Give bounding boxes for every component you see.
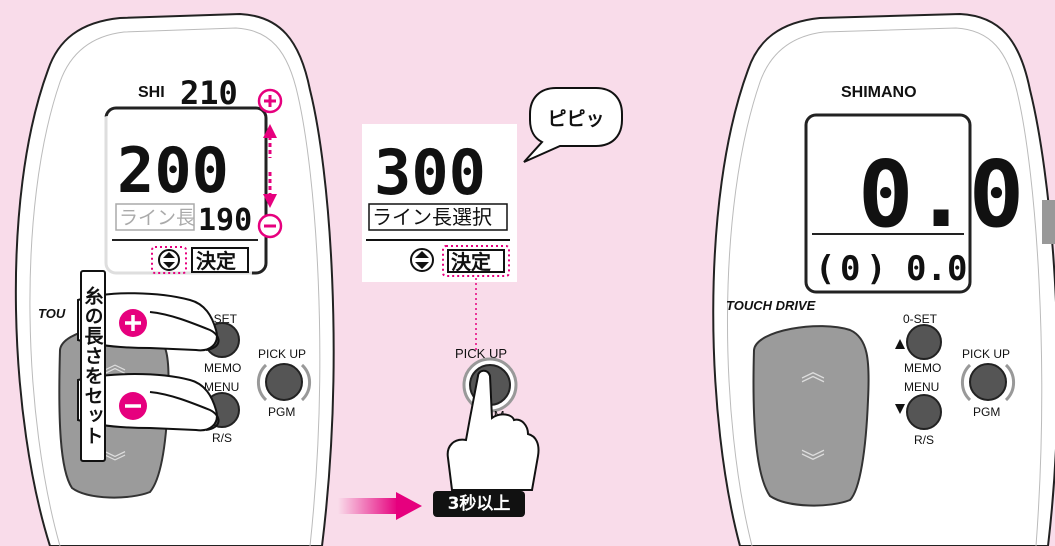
right-pickup-button[interactable] — [969, 363, 1007, 401]
left-line-length-box — [115, 203, 195, 231]
progress-arrow-shaft — [338, 498, 398, 514]
right-sub-right: 0.0 — [906, 249, 967, 289]
left-brand-side: TOU — [38, 306, 66, 321]
left-device: SHI 210 200 ライン長 190 決定 — [14, 12, 335, 546]
hold-duration-badge: 3秒以上 — [433, 491, 525, 517]
left-btn-pgm-label: PGM — [268, 405, 295, 419]
left-device-inner-edge — [29, 27, 321, 546]
right-grip-down-icon: ︾ — [801, 449, 825, 476]
middle-confirm-box — [442, 245, 510, 277]
right-main-number: 0.0 — [858, 141, 1024, 248]
left-pickup-button[interactable] — [265, 363, 303, 401]
middle-zoom: 300 ライン長選択 決定 PICK UP PGM — [338, 87, 623, 520]
progress-arrow-head — [396, 492, 422, 520]
left-confirm-label: 決定 — [196, 249, 236, 273]
grip-down-icon: ︾ — [104, 450, 126, 475]
right-oset-button[interactable] — [906, 324, 942, 360]
middle-display-panel — [362, 124, 517, 282]
right-brand-side: TOUCH DRIVE — [726, 298, 816, 313]
speech-bubble-shape — [523, 87, 623, 163]
right-btn-menu-label: MENU — [904, 380, 939, 394]
middle-btn-pickup-label: PICK UP — [455, 346, 507, 361]
left-btn-menu-label: MENU — [204, 380, 239, 394]
right-sub-left: 0 — [840, 249, 860, 289]
minus-circle-icon — [257, 213, 283, 239]
up-triangle-icon — [895, 339, 905, 349]
right-brand: SHIMANO — [841, 84, 917, 101]
left-line-length-value: 190 — [198, 203, 252, 238]
right-menu-button[interactable] — [906, 394, 942, 430]
left-line-length-label: ライン長 — [119, 208, 195, 229]
left-updown-box — [151, 246, 187, 274]
right-grip-up-icon: ︽ — [801, 359, 825, 386]
right-btn-pgm-label: PGM — [973, 405, 1000, 419]
hand-instruction-label: 糸の長さをセット — [80, 270, 106, 462]
left-btn-memo-label: MEMO — [204, 361, 241, 375]
plus-circle-icon — [257, 88, 283, 114]
down-arrow-icon — [263, 172, 277, 208]
right-btn-memo-label: MEMO — [904, 361, 941, 375]
right-display — [804, 113, 972, 294]
right-sub-open-paren: ( — [815, 249, 835, 289]
hand-plus — [77, 292, 220, 352]
left-top-number: 210 — [180, 74, 238, 112]
grip-up-icon: ︽ — [104, 352, 126, 377]
middle-updown-icon — [410, 248, 434, 272]
left-updown-icon — [158, 249, 180, 271]
speech-bubble-text: ピピッ — [547, 107, 605, 130]
right-btn-oset-label: 0-SET — [903, 312, 938, 326]
right-btn-rs-label: R/S — [914, 433, 934, 447]
right-btn-pickup-label: PICK UP — [962, 347, 1010, 361]
right-grip-pad[interactable] — [752, 325, 870, 507]
left-brand: SHI — [138, 84, 165, 101]
middle-main-number: 300 — [374, 136, 486, 209]
pointing-hand — [446, 369, 540, 491]
left-main-number: 200 — [117, 134, 229, 207]
middle-confirm-label: 決定 — [451, 250, 491, 274]
down-triangle-icon — [895, 404, 905, 414]
left-btn-rs-label: R/S — [212, 431, 232, 445]
right-device: SHIMANO 0.0 ( 0 ) 0.0 TOUCH DRIVE ︽ ︾ 0-… — [712, 12, 1055, 546]
middle-select-label: ライン長選択 — [372, 206, 492, 229]
left-btn-pickup-label: PICK UP — [258, 347, 306, 361]
up-arrow-icon — [263, 124, 277, 158]
right-sub-close-paren: ) — [866, 249, 886, 289]
hand-minus — [77, 373, 220, 432]
